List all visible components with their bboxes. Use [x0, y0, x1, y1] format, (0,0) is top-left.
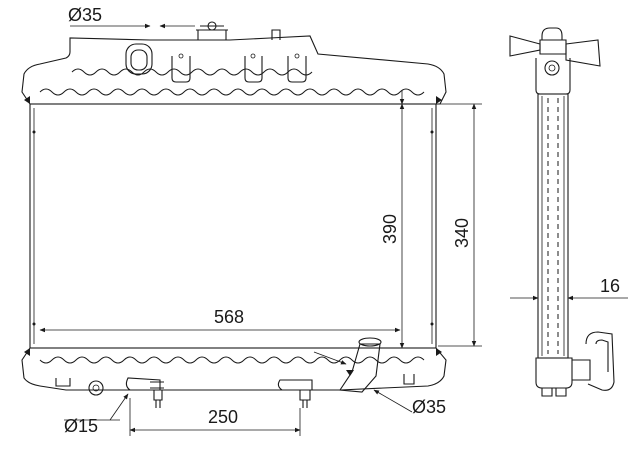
label-bottom-pipe-diameter: Ø35 — [412, 397, 446, 417]
side-view: 16 — [509, 27, 628, 397]
label-mount-spacing: 250 — [208, 407, 238, 427]
side-top-tank — [509, 27, 601, 95]
label-thickness: 16 — [600, 276, 620, 296]
top-mount-brackets — [171, 29, 307, 83]
dim-top-pipe-diameter: Ø35 — [68, 5, 195, 29]
label-top-pipe-diameter: Ø35 — [68, 5, 102, 25]
lower-mount-pins — [125, 377, 313, 408]
top-tank — [21, 35, 447, 105]
label-core-height: 390 — [380, 214, 400, 244]
dim-drain-diameter: Ø15 — [64, 393, 129, 436]
front-view — [21, 21, 447, 408]
dim-mount-height: 340 — [438, 103, 482, 347]
filler-cap — [125, 43, 153, 75]
top-inlet-pipe — [196, 21, 228, 40]
dim-bottom-pipe-diameter: Ø35 — [313, 351, 446, 417]
side-bottom-tank — [535, 331, 615, 397]
label-drain-diameter: Ø15 — [64, 416, 98, 436]
dim-core-height: 390 — [380, 90, 405, 349]
dim-thickness: 16 — [510, 276, 628, 301]
label-mount-height: 340 — [452, 218, 472, 248]
side-body — [537, 93, 569, 359]
label-core-width: 568 — [214, 307, 244, 327]
bottom-tank — [21, 347, 447, 391]
dim-mount-spacing: 250 — [129, 398, 301, 436]
bottom-outlet-pipe — [339, 337, 382, 393]
dimensions-front: Ø35 390 340 568 Ø15 — [39, 5, 482, 436]
dim-core-width: 568 — [39, 307, 401, 333]
drain-plug — [88, 380, 104, 396]
